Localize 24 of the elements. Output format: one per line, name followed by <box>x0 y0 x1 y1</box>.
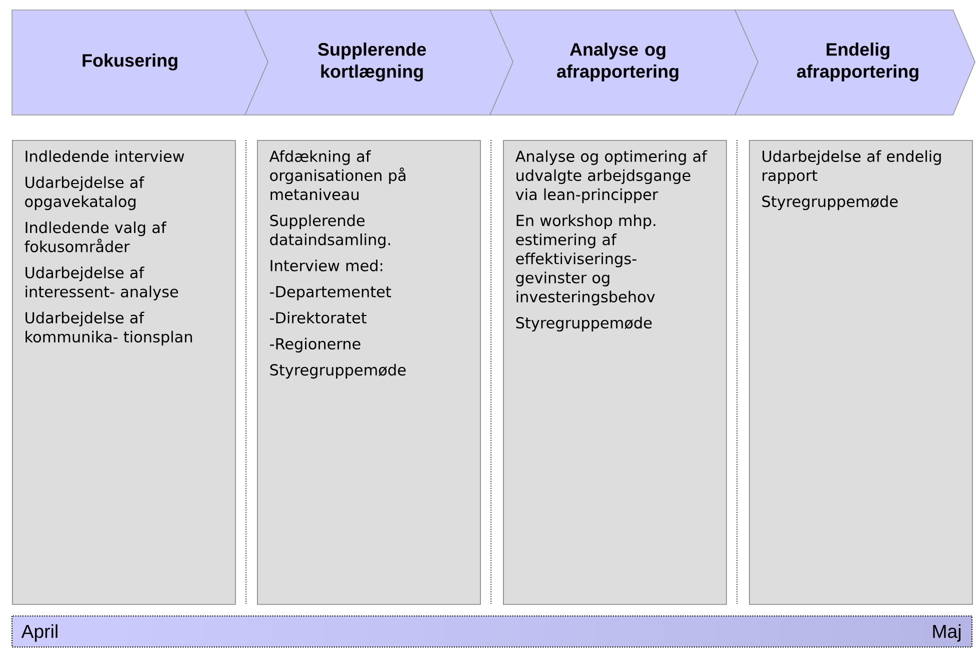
list-item: Styregruppemøde <box>762 195 898 210</box>
list-item: -Regionerne <box>270 338 360 352</box>
list-item: -Direktoratet <box>270 312 366 324</box>
list-item: Afdækning af organisationen på metaniveau <box>269 150 406 200</box>
list-item: Analyse og optimering af udvalgte arbejdsgange via lean-principper <box>515 150 708 204</box>
list-item: -Departementet <box>270 286 392 300</box>
list-item: Udarbejdelse af endelig rapport <box>762 150 941 184</box>
month-label: April <box>21 624 58 642</box>
list-item: Styregruppemøde <box>516 316 652 332</box>
list-item: Styregruppemøde <box>270 364 406 379</box>
node-label: Endelig afrapportering <box>797 42 918 82</box>
list-item: Indledende interview <box>26 150 184 162</box>
chevron-step: Fokusering <box>12 10 268 116</box>
month-label: Maj <box>933 624 960 642</box>
list-item: Udarbejdelse af opgavekatalog <box>25 176 144 210</box>
list-item: Udarbejdelse af interessent- analyse <box>26 266 178 300</box>
chevron-step: Endelig afrapportering <box>734 10 976 116</box>
list-item: Supplerende dataindsamling. <box>270 214 390 248</box>
list-item: Indledende valg af fokusområder <box>24 221 167 252</box>
list-item: Interview med: <box>270 260 382 272</box>
list-item: Udarbejdelse af kommunika- tionsplan <box>26 312 192 346</box>
chevron-step: Analyse og afrapportering <box>489 10 758 116</box>
list-item: En workshop mhp. estimering af effektiviserings- gevinster og investeringsbehov <box>516 214 656 306</box>
chevron-step: Supplerende kortlægning <box>244 10 514 116</box>
